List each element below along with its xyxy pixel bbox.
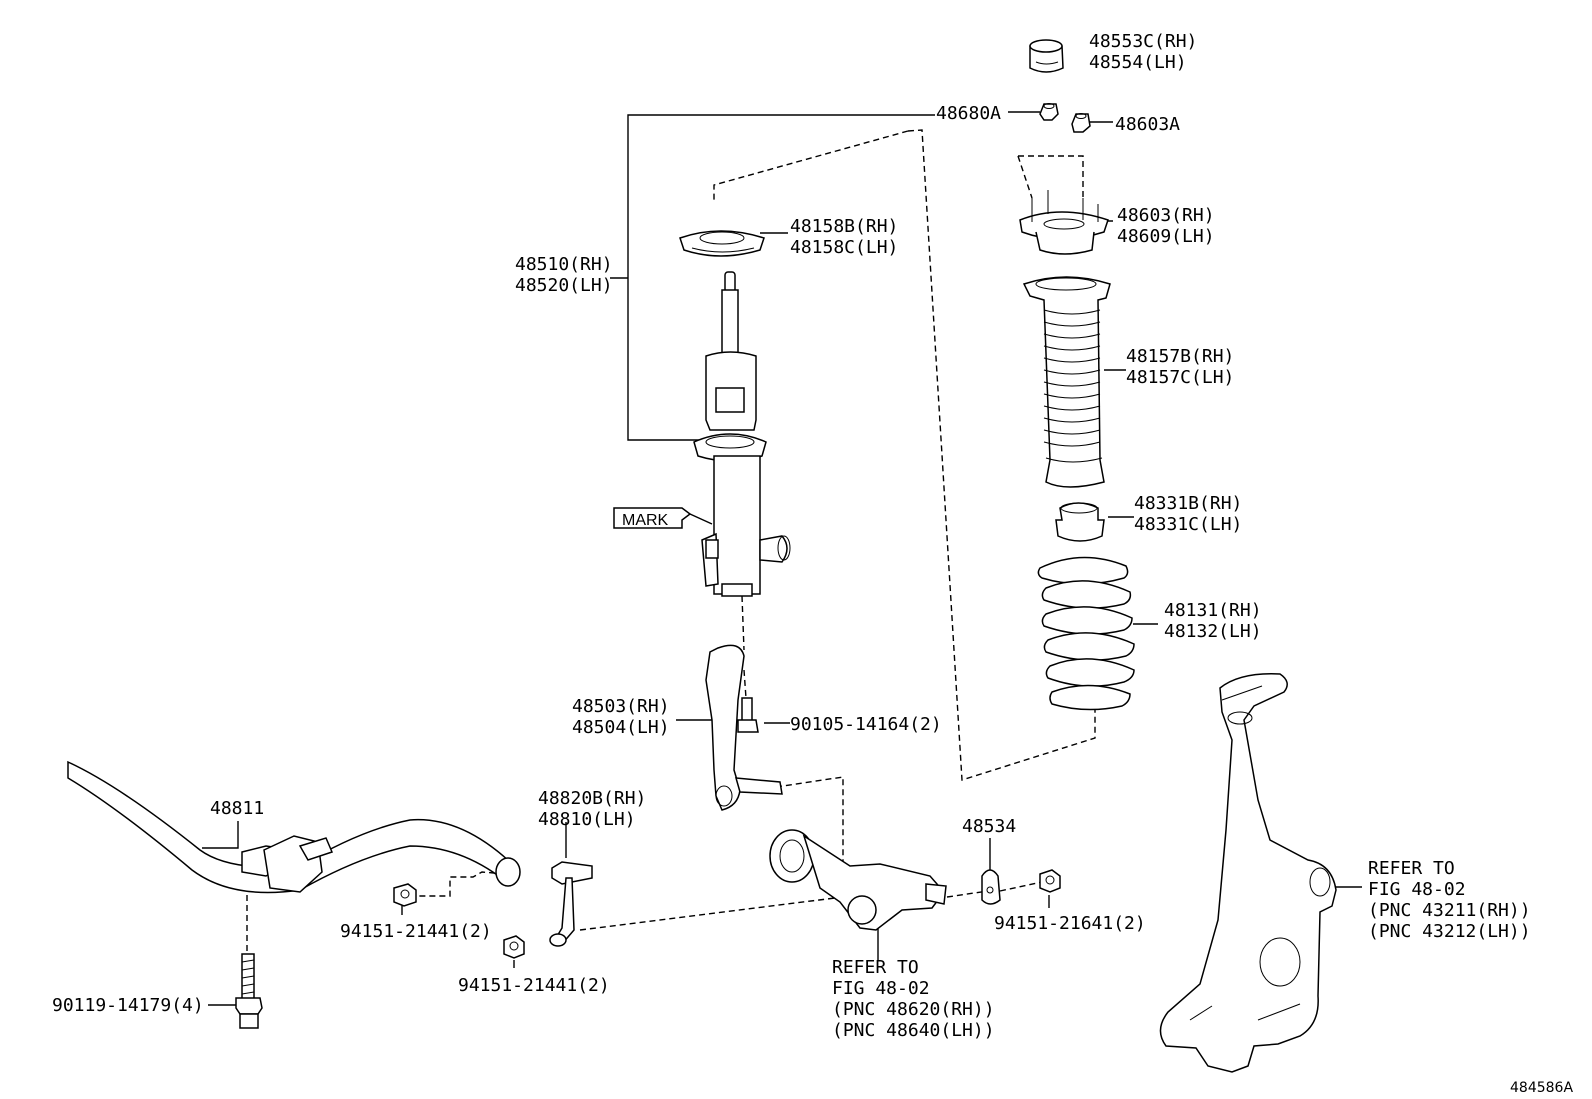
label-48331b: 48331B(RH) bbox=[1134, 493, 1242, 514]
label-ref-knuckle-2: FIG 48-02 bbox=[1368, 879, 1466, 900]
label-48609: 48609(LH) bbox=[1117, 226, 1215, 247]
coil-spring-48131-icon bbox=[1037, 556, 1135, 711]
nut-94151-right-icon bbox=[1039, 869, 1061, 893]
label-ref-knuckle-1: REFER TO bbox=[1368, 858, 1455, 879]
label-90105: 90105-14164(2) bbox=[790, 714, 942, 735]
label-48603: 48603(RH) bbox=[1117, 205, 1215, 226]
label-ref-arm-2: FIG 48-02 bbox=[832, 978, 930, 999]
label-ref-arm-4: (PNC 48640(LH)) bbox=[832, 1020, 995, 1041]
bracket-48503-icon bbox=[705, 644, 783, 811]
nut-48603a-icon bbox=[1071, 113, 1091, 133]
nut-94151-upper-icon bbox=[393, 883, 417, 907]
label-48331c: 48331C(LH) bbox=[1134, 514, 1242, 535]
label-48520: 48520(LH) bbox=[515, 275, 613, 296]
spring-insulator-48331-icon bbox=[1055, 502, 1105, 542]
cap-48553-icon bbox=[1029, 39, 1064, 73]
spring-seat-48158-icon bbox=[679, 230, 765, 257]
label-48157c: 48157C(LH) bbox=[1126, 367, 1234, 388]
label-48158c: 48158C(LH) bbox=[790, 237, 898, 258]
diagram-id: 484586A bbox=[1510, 1080, 1573, 1096]
label-ref-arm-1: REFER TO bbox=[832, 957, 919, 978]
nut-48680a-icon bbox=[1039, 103, 1059, 121]
label-48503: 48503(RH) bbox=[572, 696, 670, 717]
strut-assembly-48510-icon bbox=[693, 271, 791, 597]
label-48131: 48131(RH) bbox=[1164, 600, 1262, 621]
stabilizer-bushing-icon bbox=[241, 835, 334, 893]
label-48811: 48811 bbox=[210, 798, 264, 819]
mark-tag: MARK bbox=[613, 507, 713, 529]
label-94151-lower: 94151-21441(2) bbox=[458, 975, 610, 996]
strut-mount-48603-icon bbox=[1019, 190, 1109, 255]
label-48680a: 48680A bbox=[936, 103, 1001, 124]
label-48504: 48504(LH) bbox=[572, 717, 670, 738]
label-48132: 48132(LH) bbox=[1164, 621, 1262, 642]
label-48534: 48534 bbox=[962, 816, 1016, 837]
steering-knuckle-ref-icon bbox=[1159, 673, 1337, 1073]
label-48158b: 48158B(RH) bbox=[790, 216, 898, 237]
label-94151-upper: 94151-21441(2) bbox=[340, 921, 492, 942]
plate-48534-icon bbox=[981, 869, 1001, 905]
label-ref-arm-3: (PNC 48620(RH)) bbox=[832, 999, 995, 1020]
label-48554: 48554(LH) bbox=[1089, 52, 1187, 73]
label-48553c: 48553C(RH) bbox=[1089, 31, 1197, 52]
bolt-90105-icon bbox=[737, 697, 759, 733]
callout-labels: 48553C(RH) 48554(LH) 48680A 48603A 48603… bbox=[52, 31, 1573, 1096]
mark-label: MARK bbox=[622, 512, 669, 529]
label-48603a: 48603A bbox=[1115, 114, 1180, 135]
label-94151-right: 94151-21641(2) bbox=[994, 913, 1146, 934]
label-48820b: 48820B(RH) bbox=[538, 788, 646, 809]
label-ref-knuckle-4: (PNC 43212(LH)) bbox=[1368, 921, 1531, 942]
stabilizer-bar-48811-icon bbox=[67, 760, 521, 894]
dust-boot-48157-icon bbox=[1022, 276, 1111, 488]
label-48810: 48810(LH) bbox=[538, 809, 636, 830]
label-48510: 48510(RH) bbox=[515, 254, 613, 275]
label-ref-knuckle-3: (PNC 43211(RH)) bbox=[1368, 900, 1531, 921]
label-90119: 90119-14179(4) bbox=[52, 995, 204, 1016]
label-48157b: 48157B(RH) bbox=[1126, 346, 1234, 367]
bolt-90119-icon bbox=[235, 953, 263, 1029]
stabilizer-link-48820-icon bbox=[549, 861, 593, 947]
lower-arm-ref-icon bbox=[769, 829, 947, 931]
nut-94151-lower-icon bbox=[503, 935, 525, 959]
